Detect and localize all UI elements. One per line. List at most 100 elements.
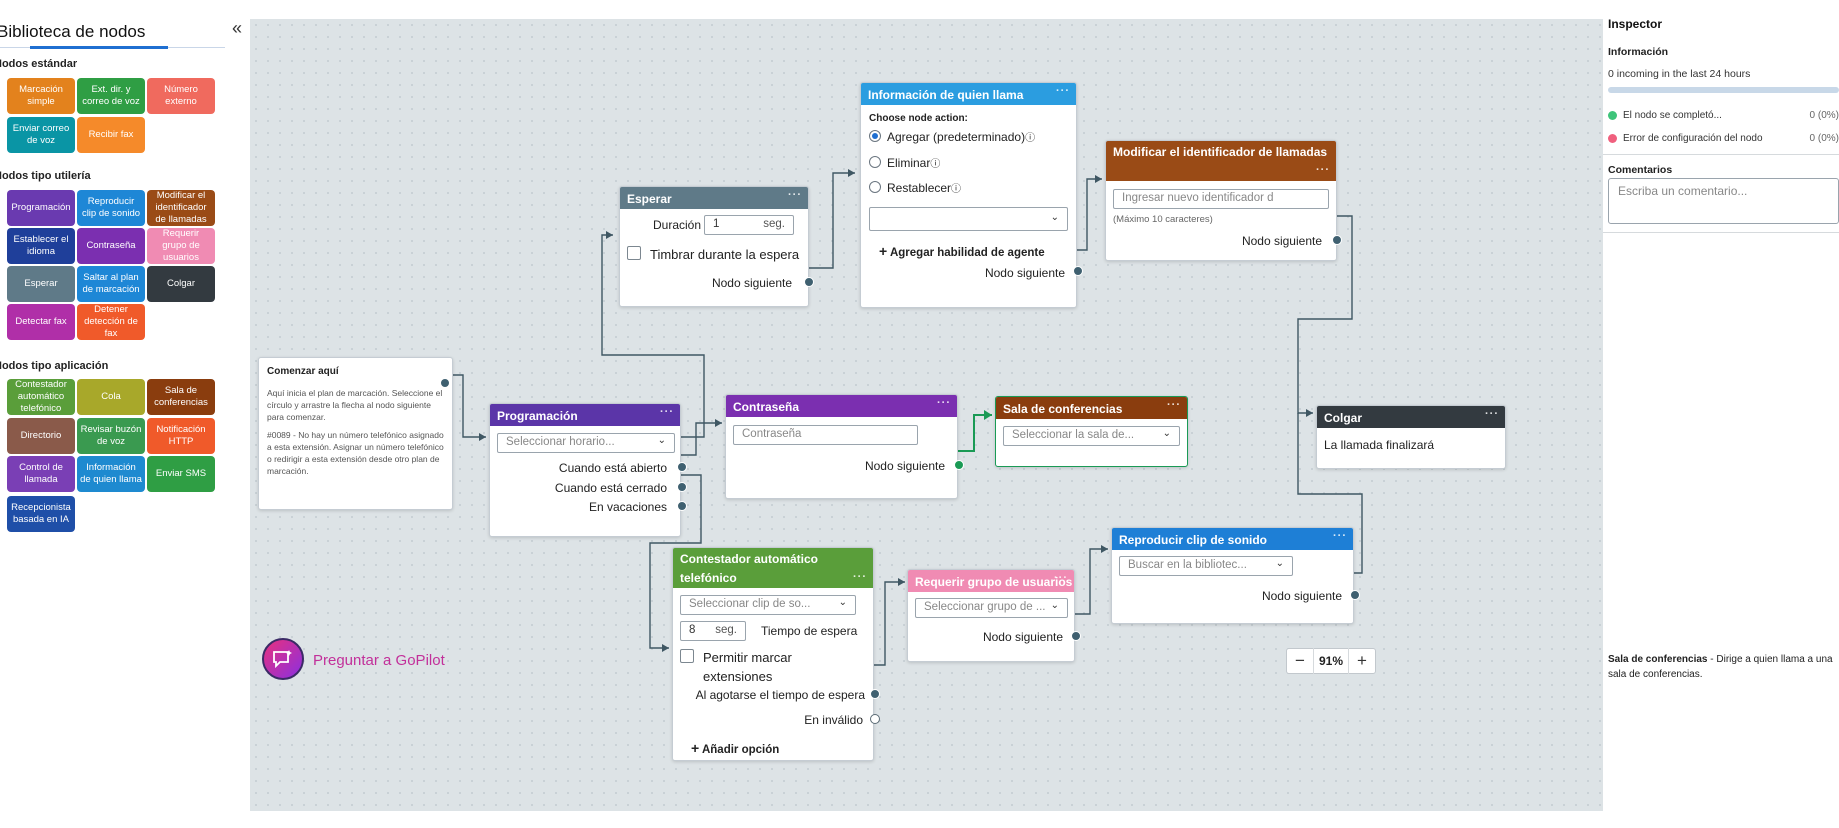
zoom-out-button[interactable]: −	[1295, 651, 1305, 670]
zoom-in-button[interactable]: +	[1357, 651, 1367, 670]
conference-room-select[interactable]: Seleccionar la sala de...⌄	[1003, 426, 1180, 446]
tile-ext-dir-correo-voz[interactable]: Ext. dir. y correo de voz	[77, 78, 145, 114]
esperar-ring-checkbox[interactable]	[627, 246, 641, 260]
tile-notificacion-http[interactable]: Notificación HTTP	[147, 418, 215, 454]
tile-directorio[interactable]: Directorio	[7, 418, 75, 454]
esperar-next-port[interactable]	[804, 277, 814, 287]
radio-agregar-label: Agregar (predeterminado)ⓘ	[887, 130, 1036, 144]
tile-detener-deteccion-fax[interactable]: Detener detección de fax	[77, 304, 145, 340]
colgar-header: Colgar ···	[1317, 406, 1505, 428]
tile-reproducir-clip[interactable]: Reproducir clip de sonido	[77, 190, 145, 226]
tile-numero-externo[interactable]: Número externo	[147, 78, 215, 114]
reproducir-next-port[interactable]	[1350, 590, 1360, 600]
start-output-port[interactable]	[440, 378, 450, 388]
dial-plan-canvas[interactable]: Comenzar aquí Aquí inicia el plan de mar…	[250, 19, 1603, 811]
node-info-quien-llama[interactable]: Información de quien llama ··· Choose no…	[860, 82, 1083, 308]
user-group-select[interactable]: Seleccionar grupo de ...⌄	[915, 598, 1068, 618]
chevron-down-icon: ⌄	[1275, 558, 1284, 569]
tile-establecer-idioma[interactable]: Establecer el idioma	[7, 228, 75, 264]
sound-library-select[interactable]: Buscar en la bibliotec...⌄	[1119, 556, 1293, 576]
info-next-port[interactable]	[1073, 266, 1083, 276]
password-input[interactable]: Contraseña	[733, 425, 918, 445]
schedule-select[interactable]: Seleccionar horario...⌄	[497, 433, 675, 453]
modificar-next-port[interactable]	[1332, 235, 1342, 245]
tile-sala-conferencias[interactable]: Sala de conferencias	[147, 379, 215, 415]
tile-marcacion-simple[interactable]: Marcación simple	[7, 78, 75, 114]
contestador-more-icon[interactable]: ···	[853, 571, 867, 583]
invalid-port[interactable]	[870, 714, 880, 724]
tile-modificar-identificador[interactable]: Modificar el identificador de llamadas	[147, 190, 215, 226]
comment-input[interactable]: Escriba un comentario...	[1608, 178, 1839, 224]
tile-enviar-sms[interactable]: Enviar SMS	[147, 456, 215, 492]
programacion-closed-port[interactable]	[677, 482, 687, 492]
node-colgar[interactable]: Colgar ··· La llamada finalizará	[1316, 405, 1506, 469]
modificar-hint: (Máximo 10 caracteres)	[1113, 214, 1213, 225]
contrasena-next-port[interactable]	[954, 460, 964, 470]
programacion-vacation-port[interactable]	[677, 501, 687, 511]
node-sala-conferencias[interactable]: Sala de conferencias ··· Seleccionar la …	[995, 396, 1188, 467]
tile-detectar-fax[interactable]: Detectar fax	[7, 304, 75, 340]
tile-contrasena[interactable]: Contraseña	[77, 228, 145, 264]
node-esperar[interactable]: Esperar ··· Duración 1 seg. Timbrar dura…	[619, 186, 814, 307]
info-more-icon[interactable]: ···	[1056, 85, 1070, 97]
requerir-more-icon[interactable]: ···	[1054, 572, 1068, 584]
audio-clip-select[interactable]: Seleccionar clip de so...⌄	[680, 595, 856, 615]
modificar-caller-id-input[interactable]: Ingresar nuevo identificador d	[1113, 189, 1329, 209]
timeout-label: Al agotarse el tiempo de espera	[695, 688, 865, 702]
add-agent-skill-button[interactable]: + Agregar habilidad de agente	[879, 243, 1045, 259]
node-contrasena[interactable]: Contraseña ··· Contraseña Nodo siguiente	[725, 394, 964, 499]
node-modificar-identificador[interactable]: Modificar el identificador de llamadas ·…	[1105, 140, 1342, 261]
chevron-down-icon: ⌄	[1162, 428, 1171, 439]
gopilot-button[interactable]: Preguntar a GoPilot	[313, 652, 445, 669]
tile-revisar-buzon[interactable]: Revisar buzón de voz	[77, 418, 145, 454]
radio-restablecer[interactable]	[869, 181, 881, 193]
info-header: Información de quien llama ···	[861, 83, 1076, 105]
node-reproducir-clip[interactable]: Reproducir clip de sonido ··· Buscar en …	[1111, 527, 1360, 624]
tile-info-quien-llama[interactable]: Información de quien llama	[77, 456, 145, 492]
reproducir-more-icon[interactable]: ···	[1333, 530, 1347, 542]
inspector-panel: Inspector Información 0 incoming in the …	[1603, 0, 1839, 828]
wire-start-programacion	[452, 374, 486, 438]
contrasena-more-icon[interactable]: ···	[937, 397, 951, 409]
reproducir-next-label: Nodo siguiente	[1261, 589, 1342, 603]
incoming-count: 0 incoming in the last 24 hours	[1608, 68, 1751, 80]
tile-recepcionista-ia[interactable]: Recepcionista basada en IA	[7, 496, 75, 532]
requerir-next-port[interactable]	[1071, 631, 1081, 641]
info-icon: ⓘ	[1025, 133, 1036, 144]
radio-agregar[interactable]	[869, 130, 881, 142]
programacion-title: Programación	[497, 409, 578, 423]
start-node[interactable]: Comenzar aquí Aquí inicia el plan de mar…	[258, 357, 453, 510]
tile-control-llamada[interactable]: Control de llamada	[7, 456, 75, 492]
tile-enviar-correo-voz[interactable]: Enviar correo de voz	[7, 117, 75, 153]
sala-more-icon[interactable]: ···	[1167, 399, 1181, 411]
gopilot-icon[interactable]	[262, 638, 304, 680]
modificar-more-icon[interactable]: ···	[1316, 164, 1330, 176]
programacion-more-icon[interactable]: ···	[660, 406, 674, 418]
tile-programacion[interactable]: Programación	[7, 190, 75, 226]
plus-icon: +	[879, 243, 888, 259]
node-requerir-grupo[interactable]: Requerir grupo de usuarios ··· Seleccion…	[907, 569, 1081, 662]
allow-extensions-checkbox[interactable]	[680, 649, 694, 663]
requerir-header: Requerir grupo de usuarios ···	[908, 570, 1074, 592]
collapse-sidebar-button[interactable]: «	[232, 18, 243, 38]
tile-colgar[interactable]: Colgar	[147, 266, 215, 302]
programacion-open-port[interactable]	[677, 462, 687, 472]
tile-requerir-grupo[interactable]: Requerir grupo de usuarios	[147, 228, 215, 264]
timeout-port[interactable]	[870, 689, 880, 699]
colgar-more-icon[interactable]: ···	[1485, 408, 1499, 420]
radio-eliminar[interactable]	[869, 156, 881, 168]
esperar-next-label: Nodo siguiente	[711, 276, 792, 290]
tile-recibir-fax[interactable]: Recibir fax	[77, 117, 145, 153]
info-action-select[interactable]: ⌄	[869, 207, 1068, 231]
node-contestador[interactable]: Contestador automático telefónico ··· Se…	[672, 547, 880, 761]
add-option-button[interactable]: + Añadir opción	[691, 740, 780, 756]
tile-cola[interactable]: Cola	[77, 379, 145, 415]
tile-esperar[interactable]: Esperar	[7, 266, 75, 302]
node-programacion[interactable]: Programación ··· Seleccionar horario...⌄…	[489, 403, 687, 537]
tile-saltar-plan[interactable]: Saltar al plan de marcación	[77, 266, 145, 302]
contestador-wait-input[interactable]: 8 seg.	[680, 621, 746, 641]
esperar-more-icon[interactable]: ···	[788, 189, 802, 201]
legend-completed: El nodo se completó... 0 (0%)	[1608, 110, 1839, 121]
tile-contestador[interactable]: Contestador automático telefónico	[7, 379, 75, 415]
esperar-duration-input[interactable]: 1 seg.	[704, 215, 794, 235]
